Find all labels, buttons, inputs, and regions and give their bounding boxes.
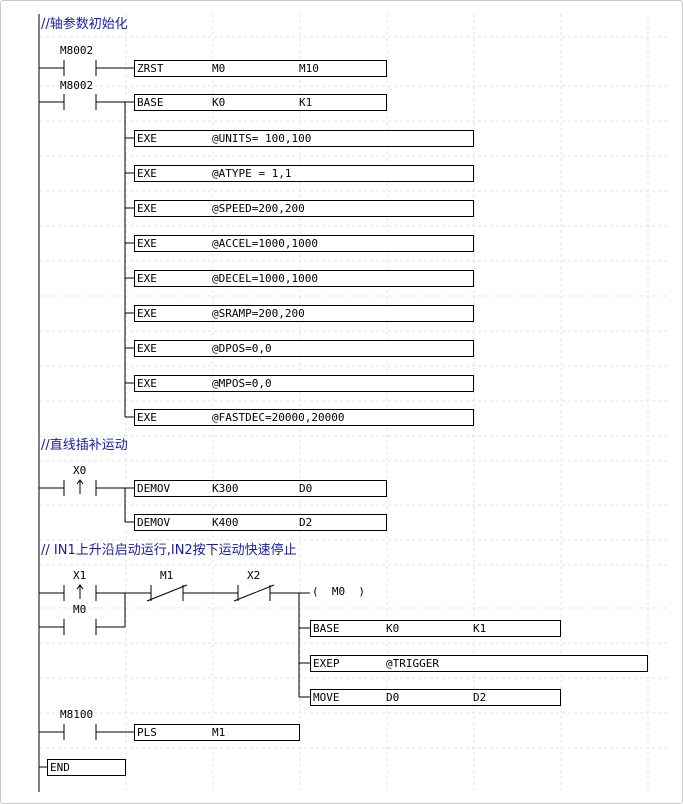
instruction-op: BASE [137,96,164,109]
instruction-base[interactable]: BASE K0 K1 [134,94,387,111]
instruction-base-2[interactable]: BASE K0 K1 [310,620,561,637]
comment-axis-init: //轴参数初始化 [41,17,128,32]
contact-label-m8100[interactable]: M8100 [60,708,94,721]
comment-start-stop: // IN1上升沿启动运行,IN2按下运动快速停止 [41,543,297,558]
contact-label-x1[interactable]: X1 [73,569,87,582]
instruction-exe-mpos[interactable]: EXE @MPOS=0,0 [134,375,474,392]
instruction-op: EXE [137,342,157,355]
instruction-op: EXE [137,237,157,250]
instruction-op: EXE [137,377,157,390]
instruction-op: MOVE [313,691,340,704]
instruction-arg1: D0 [386,691,400,704]
contact-label-m1[interactable]: M1 [160,569,174,582]
contact-label-x0[interactable]: X0 [73,464,87,477]
instruction-exe-fastdec[interactable]: EXE @FASTDEC=20000,20000 [134,409,474,426]
instruction-arg2: D0 [299,482,313,495]
instruction-op: EXE [137,272,157,285]
instruction-arg1: K0 [386,622,400,635]
instruction-arg1: K400 [212,516,239,529]
contact-label-x2[interactable]: X2 [247,569,261,582]
instruction-arg2: D2 [473,691,487,704]
instruction-demov-2[interactable]: DEMOV K400 D2 [134,514,387,531]
instruction-exe-units[interactable]: EXE @UNITS= 100,100 [134,130,474,147]
contact-label-m8002-1[interactable]: M8002 [60,44,94,57]
instruction-arg1: @SPEED=200,200 [212,202,305,215]
instruction-arg1: M0 [212,62,226,75]
instruction-op: EXE [137,132,157,145]
instruction-exe-decel[interactable]: EXE @DECEL=1000,1000 [134,270,474,287]
instruction-exe-speed[interactable]: EXE @SPEED=200,200 [134,200,474,217]
instruction-arg1: K300 [212,482,239,495]
instruction-end[interactable]: END [47,759,126,776]
instruction-op: BASE [313,622,340,635]
grid [40,14,668,790]
instruction-op: PLS [137,726,157,739]
instruction-op: DEMOV [137,482,171,495]
instruction-op: ZRST [137,62,164,75]
instruction-arg1: @FASTDEC=20000,20000 [212,411,345,424]
instruction-exe-atype[interactable]: EXE @ATYPE = 1,1 [134,165,474,182]
contact-label-m8002-2[interactable]: M8002 [60,79,94,92]
instruction-arg2: K1 [299,96,313,109]
instruction-op: EXE [137,307,157,320]
output-coil-m0[interactable]: ( M0 ) [312,585,365,598]
instruction-arg2: M10 [299,62,319,75]
instruction-arg2: K1 [473,622,487,635]
instruction-exep[interactable]: EXEP @TRIGGER [310,655,648,672]
instruction-zrst[interactable]: ZRST M0 M10 [134,60,387,77]
instruction-arg1: @TRIGGER [386,657,439,670]
comment-linear-interp: //直线插补运动 [41,438,128,453]
instruction-pls[interactable]: PLS M1 [134,724,300,741]
instruction-arg1: M1 [212,726,226,739]
instruction-op: DEMOV [137,516,171,529]
contact-label-m0[interactable]: M0 [73,603,87,616]
instruction-op: EXEP [313,657,340,670]
instruction-arg2: D2 [299,516,313,529]
instruction-arg1: @ACCEL=1000,1000 [212,237,318,250]
instruction-op: END [50,761,70,774]
instruction-exe-accel[interactable]: EXE @ACCEL=1000,1000 [134,235,474,252]
rung-wiring [39,60,310,768]
instruction-arg1: K0 [212,96,226,109]
instruction-arg1: @MPOS=0,0 [212,377,272,390]
instruction-arg1: @ATYPE = 1,1 [212,167,292,180]
instruction-arg1: @UNITS= 100,100 [212,132,312,145]
instruction-move[interactable]: MOVE D0 D2 [310,689,561,706]
instruction-arg1: @SRAMP=200,200 [212,307,305,320]
instruction-arg1: @DECEL=1000,1000 [212,272,318,285]
instruction-op: EXE [137,167,157,180]
instruction-exe-dpos[interactable]: EXE @DPOS=0,0 [134,340,474,357]
instruction-arg1: @DPOS=0,0 [212,342,272,355]
instruction-op: EXE [137,202,157,215]
instruction-demov-1[interactable]: DEMOV K300 D0 [134,480,387,497]
instruction-exe-sramp[interactable]: EXE @SRAMP=200,200 [134,305,474,322]
instruction-op: EXE [137,411,157,424]
